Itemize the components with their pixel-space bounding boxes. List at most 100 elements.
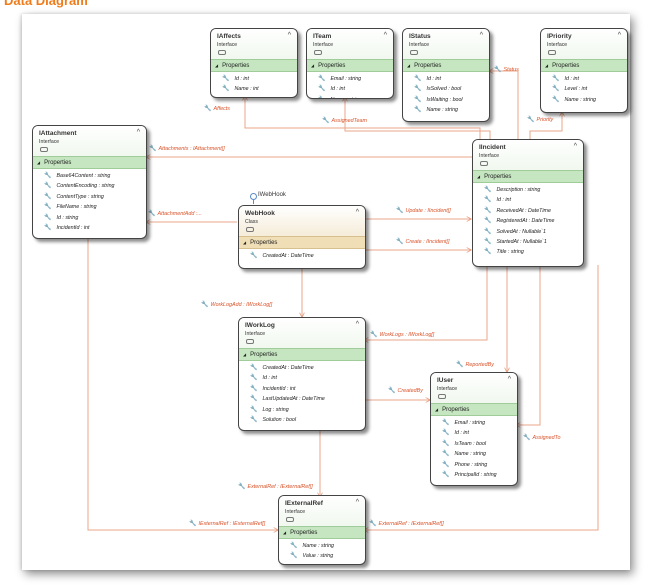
chevron-up-icon[interactable]: ^ [479,32,483,39]
property-item[interactable]: 🔧IsTeam : bool [442,440,487,447]
wrench-icon: 🔧 [149,146,157,152]
properties-section-header[interactable]: ◢Properties [239,348,365,361]
property-item[interactable]: 🔧RegisteredAt : DateTime [484,218,555,225]
property-item[interactable]: 🔧Id : int [484,197,511,204]
property-item[interactable]: 🔧Id : int [318,86,345,93]
wrench-icon: 🔧 [290,543,298,549]
property-item[interactable]: 🔧Title : string [484,249,524,256]
wrench-icon: 🔧 [222,86,230,93]
property-item[interactable]: 🔧Name : string [442,451,486,458]
assoc-label-affects: 🔧Affects [204,106,230,112]
property-item[interactable]: 🔧IsSolved : bool [414,86,462,93]
entity-kind: Interface [285,509,306,515]
property-item[interactable]: 🔧StartedAt : Nullable`1 [484,238,547,245]
property-item[interactable]: 🔧ReceivedAt : DateTime [484,207,551,214]
property-item[interactable]: 🔧LastUpdatedAt : DateTime [250,396,325,403]
triangle-down-icon: ◢ [435,407,439,412]
properties-section-header[interactable]: ◢Properties [431,403,517,416]
property-item[interactable]: 🔧Description : string [484,187,541,193]
property-item[interactable]: 🔧Name : string [318,95,393,98]
triangle-down-icon: ◢ [243,240,247,245]
wrench-icon: 🔧 [484,207,492,214]
properties-section-header[interactable]: ◢Properties [211,59,297,72]
property-item[interactable]: 🔧IncidentId : int [250,385,296,392]
property-item[interactable]: 🔧CreatedAt : DateTime [250,253,314,259]
property-item[interactable]: 🔧Id : int [414,76,441,82]
chevron-up-icon[interactable]: ^ [383,32,387,39]
property-item[interactable]: 🔧Email : string [442,420,486,426]
wrench-icon: 🔧 [250,375,258,382]
property-item[interactable]: 🔧Phone : string [442,461,488,468]
assoc-label-worklogadd: 🔧WorkLogAdd : IWorkLog[] [201,302,273,308]
property-item[interactable]: 🔧Id : int [552,76,579,82]
entity-kind: Interface [245,331,266,337]
chevron-up-icon[interactable]: ^ [573,143,577,150]
property-item[interactable]: 🔧ContentType : string [44,193,104,200]
property-item[interactable]: 🔧Name : string [552,96,596,103]
chevron-up-icon[interactable]: ^ [287,32,291,39]
property-item[interactable]: 🔧CreatedAt : DateTime [250,365,314,371]
chevron-up-icon[interactable]: ^ [507,376,511,383]
properties-section-header[interactable]: ◢Properties [239,236,365,249]
property-item[interactable]: 🔧PrincipalId : string [442,471,497,478]
properties-section-header[interactable]: ◢Properties [403,59,489,72]
property-item[interactable]: 🔧Id : int [222,76,249,82]
property-item[interactable]: 🔧IsWaiting : bool [414,96,463,103]
expand-details-icon[interactable] [286,517,294,522]
expand-details-icon[interactable] [548,50,556,55]
chevron-up-icon[interactable]: ^ [355,321,359,328]
entity-title: IAttachment [39,130,77,137]
expand-details-icon[interactable] [40,147,48,152]
property-item[interactable]: 🔧Id : int [250,375,277,382]
assoc-label-attachments: 🔧Attachments : IAttachment[] [149,146,225,152]
wrench-icon: 🔧 [250,253,258,259]
expand-details-icon[interactable] [410,50,418,55]
wrench-icon: 🔧 [396,239,404,245]
chevron-up-icon[interactable]: ^ [617,32,621,39]
properties-section-header[interactable]: ◢Properties [307,59,393,72]
chevron-up-icon[interactable]: ^ [355,499,359,506]
property-item[interactable]: 🔧ContentEncoding : string [44,183,115,190]
property-item[interactable]: 🔧Log : string [250,406,289,413]
property-item[interactable]: 🔧IncidentId : int [44,224,90,231]
property-item[interactable]: 🔧Name : int [222,86,259,93]
properties-section-header[interactable]: ◢Properties [33,156,146,169]
property-item[interactable]: 🔧Name : string [414,107,458,114]
property-item[interactable]: 🔧Value : string [290,553,334,560]
property-item[interactable]: 🔧Level : int [552,86,588,93]
property-item[interactable]: 🔧FileName : string [44,204,97,211]
property-item[interactable]: 🔧Solution : bool [250,416,297,423]
property-item[interactable]: 🔧Id : string [44,214,79,221]
expand-details-icon[interactable] [218,50,226,55]
property-item[interactable]: 🔧Id : int [442,430,469,437]
chevron-up-icon[interactable]: ^ [355,209,359,216]
chevron-up-icon[interactable]: ^ [136,129,140,136]
property-item[interactable]: 🔧Base64Content : string [44,173,111,179]
expand-details-icon[interactable] [480,161,488,166]
properties-section-header[interactable]: ◢Properties [279,526,365,539]
property-item[interactable]: 🔧Email : string [318,76,362,82]
expand-details-icon[interactable] [246,339,254,344]
expand-details-icon[interactable] [438,394,446,399]
wrench-icon: 🔧 [442,461,450,468]
property-list: 🔧Id : int 🔧Level : int 🔧Name : string [541,72,627,105]
expand-details-icon[interactable] [246,227,254,232]
expand-details-icon[interactable] [314,50,322,55]
wrench-icon: 🔧 [44,173,52,179]
property-item[interactable]: 🔧Name : string [290,543,334,549]
properties-section-header[interactable]: ◢Properties [473,170,583,183]
properties-section-header[interactable]: ◢Properties [541,59,627,72]
wrench-icon: 🔧 [318,86,326,93]
property-item[interactable]: 🔧SolvedAt : Nullable`1 [484,228,546,235]
